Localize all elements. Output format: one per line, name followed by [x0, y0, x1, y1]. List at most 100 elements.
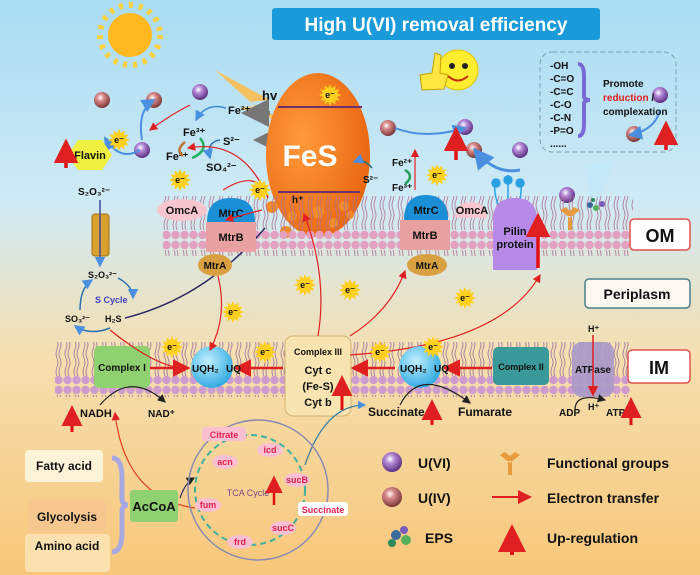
om-label-box	[629, 218, 691, 251]
s2-ion-right: S²⁻	[363, 175, 378, 186]
thiosulfate-outer: S₂O₃²⁻	[78, 187, 110, 198]
mtra-label: MtrA	[416, 261, 439, 272]
succinate-export-arrow	[304, 400, 367, 466]
complex-i-label: Complex I	[98, 363, 146, 374]
citrate-label: Citrate	[210, 430, 239, 440]
u6-sphere	[512, 142, 528, 158]
functional-group-item: -C-N	[550, 113, 571, 124]
u6-sphere	[192, 84, 208, 100]
s-cycle-arrow	[73, 325, 111, 336]
legend-functional-groups: Functional groups	[547, 455, 669, 471]
electron-icon: e⁻	[294, 274, 316, 296]
enzyme-icd: icd	[263, 445, 276, 455]
electron-icon: e⁻	[339, 279, 361, 301]
mtrb-label: MtrB	[412, 230, 437, 242]
fe3-ion: Fe³⁺	[183, 127, 206, 139]
im-label: IM	[649, 358, 669, 378]
proton-bottom: H⁺	[588, 402, 599, 412]
complexation-label: complexation	[603, 107, 667, 118]
u6-sphere	[457, 119, 473, 135]
thiosulfate-inner: S₂O₃²⁻	[88, 270, 117, 280]
source-glycolysis: Glycolysis	[37, 510, 97, 524]
flavin-label: Flavin	[74, 150, 106, 162]
reaction-arrow	[404, 168, 412, 185]
enzyme-sucC: sucC	[272, 523, 295, 533]
mtrc-left	[207, 198, 255, 222]
legend-u6-icon	[382, 452, 402, 472]
mtrc-label: MtrC	[413, 205, 438, 217]
functional-group-item: -C=O	[550, 74, 574, 85]
source-amino-acid: Amino acid	[35, 539, 100, 553]
electron-label: e⁻	[325, 90, 335, 100]
reaction-arrow	[178, 141, 186, 157]
om-label: OM	[646, 226, 675, 246]
electron-label: e⁻	[114, 135, 124, 145]
electron-icon: e⁻	[169, 169, 191, 191]
nad-label: NAD⁺	[148, 409, 175, 420]
complex-iii-label: Complex III	[294, 347, 342, 357]
mtrc-right	[404, 195, 448, 220]
functional-group-item: ......	[550, 139, 567, 150]
legend-u4-icon	[382, 487, 402, 507]
hv-label: hv	[262, 88, 278, 103]
uq-label: UQ	[226, 364, 241, 375]
sulfite-ion: SO₃²⁻	[65, 314, 90, 324]
mtra-right	[407, 254, 447, 276]
electron-label: e⁻	[255, 185, 265, 195]
succinate-tag	[298, 502, 348, 516]
succinate-tca-label: Succinate	[302, 505, 345, 515]
uqh2-label: UQH₂	[192, 364, 219, 375]
mtrb-right	[400, 220, 450, 250]
u6-sphere	[134, 142, 150, 158]
pilin-label: protein	[496, 239, 534, 251]
complex-ii-label: Complex II	[498, 362, 544, 372]
brace-icon	[577, 62, 591, 138]
reduction-arrow	[103, 136, 141, 155]
enzyme-tag	[284, 473, 310, 487]
electrons: e⁻e⁻e⁻e⁻e⁻e⁻e⁻e⁻e⁻e⁻e⁻e⁻e⁻	[108, 84, 476, 363]
atp-synthesis-arrow	[574, 394, 607, 411]
h2s-label: H₂S	[105, 314, 122, 324]
reaction-arrow	[202, 139, 221, 160]
title: High U(VI) removal efficiency	[305, 15, 568, 36]
s-cycle-arrow	[79, 279, 94, 311]
fe-s-label: (Fe-S)	[302, 381, 334, 393]
electron-icon: e⁻	[161, 336, 183, 358]
fes-label: FeS	[282, 140, 337, 173]
succinate-oxidation-arrow	[399, 383, 471, 406]
electron-label: e⁻	[260, 347, 270, 357]
u4-sphere	[380, 120, 396, 136]
omca-label: OmcA	[166, 205, 198, 217]
eps-icon	[587, 198, 605, 211]
legend-eps-icon	[388, 526, 411, 547]
enzyme-tag	[195, 498, 221, 512]
nadh-production-arrow	[111, 411, 196, 509]
functional-group-item: -P=O	[550, 126, 574, 137]
source-box	[28, 500, 106, 532]
brace-icon	[111, 455, 129, 555]
fe2-ion-right: Fe²⁺	[392, 158, 412, 169]
flavin-shape	[68, 140, 112, 170]
quinone-pool-right	[399, 346, 441, 388]
fe2-ion: Fe²⁺	[228, 105, 251, 117]
electron-icon: e⁻	[369, 341, 391, 363]
omca-right	[455, 202, 487, 218]
enzyme-tag	[227, 535, 253, 549]
electron-label: e⁻	[428, 342, 438, 352]
atp-label: ATP	[606, 408, 626, 419]
electron-label: e⁻	[432, 170, 442, 180]
uqh2-label: UQH₂	[400, 364, 427, 375]
complex-i	[94, 346, 150, 388]
cyt-c-label: Cyt c	[305, 365, 332, 377]
functional-group-icon	[560, 207, 580, 230]
mtra-left	[198, 254, 232, 276]
legend-eps: EPS	[425, 530, 453, 546]
functional-group-item: -C=C	[550, 87, 574, 98]
hole-label: h⁺	[292, 195, 303, 206]
s2-ion: S²⁻	[223, 136, 240, 148]
electron-label: e⁻	[375, 347, 385, 357]
omca-left	[157, 199, 207, 221]
eps-beam	[585, 160, 615, 198]
enzyme-acn: acn	[217, 457, 233, 467]
